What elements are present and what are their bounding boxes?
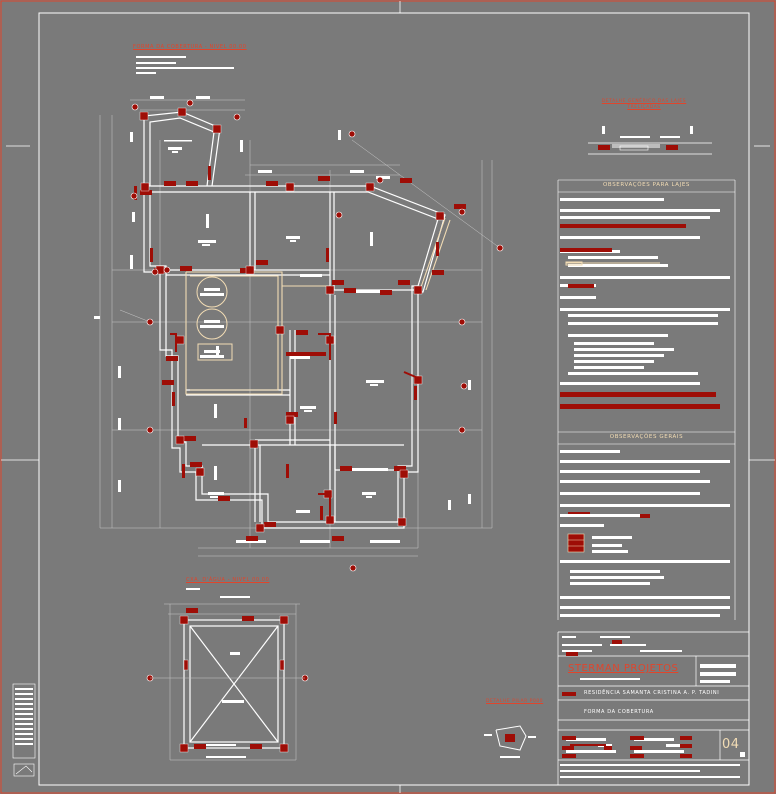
water-tank-labels [186,588,250,758]
pillar-detail-title: DETALHE PILAR P000 [486,699,544,704]
main-plan-title: FORMA DA COBERTURA - NIVEL 00.00 [133,44,247,50]
main-plan-walls [143,111,446,529]
general-notes-title: OBSERVAÇÕES GERAIS [609,434,684,440]
water-tank-title: CXA. D'ÁGUA - NIVEL 00.00 [186,577,270,583]
slab-notes-text [560,198,730,385]
water-tank-walls [183,619,285,749]
circle-labels [200,288,224,358]
pillar-detail [484,725,536,758]
pillar-details [170,333,419,518]
notes-panel-lines [557,179,736,620]
axis-markers [130,99,504,682]
general-notes-marks [567,512,650,553]
plan-title-sublines [136,56,234,74]
slab-detail-title: DETALHE GENÉRICO DAS LAJES TRELIÇADAS [601,99,687,110]
title-block-frame [557,631,749,785]
title-block-text [560,636,745,778]
stair-circles [196,276,233,361]
water-tank-grid [150,603,305,761]
sheet-number: 04 [722,737,740,752]
title-block-red [562,640,692,758]
inner-border [38,12,750,786]
drawing-name: FORMA DA COBERTURA [584,709,654,715]
main-plan-labels [94,96,471,543]
slab-notes-red [560,224,720,409]
slab-notes-highlight [565,261,660,266]
company-name: STERMAN PROJETOS [568,663,679,674]
main-plan-grid [99,99,501,557]
revision-table [12,683,36,777]
water-tank-pillars [179,615,289,753]
slab-detail [588,126,712,155]
beam-tags [134,166,466,541]
highlight-beams [185,217,451,395]
water-tank-tags [186,608,262,749]
general-notes-text [560,450,730,617]
project-name: RESIDÊNCIA SAMANTA CRISTINA A. P. TADINI [584,690,720,696]
slab-notes-title: OBSERVAÇÕES PARA LAJES [602,182,691,188]
